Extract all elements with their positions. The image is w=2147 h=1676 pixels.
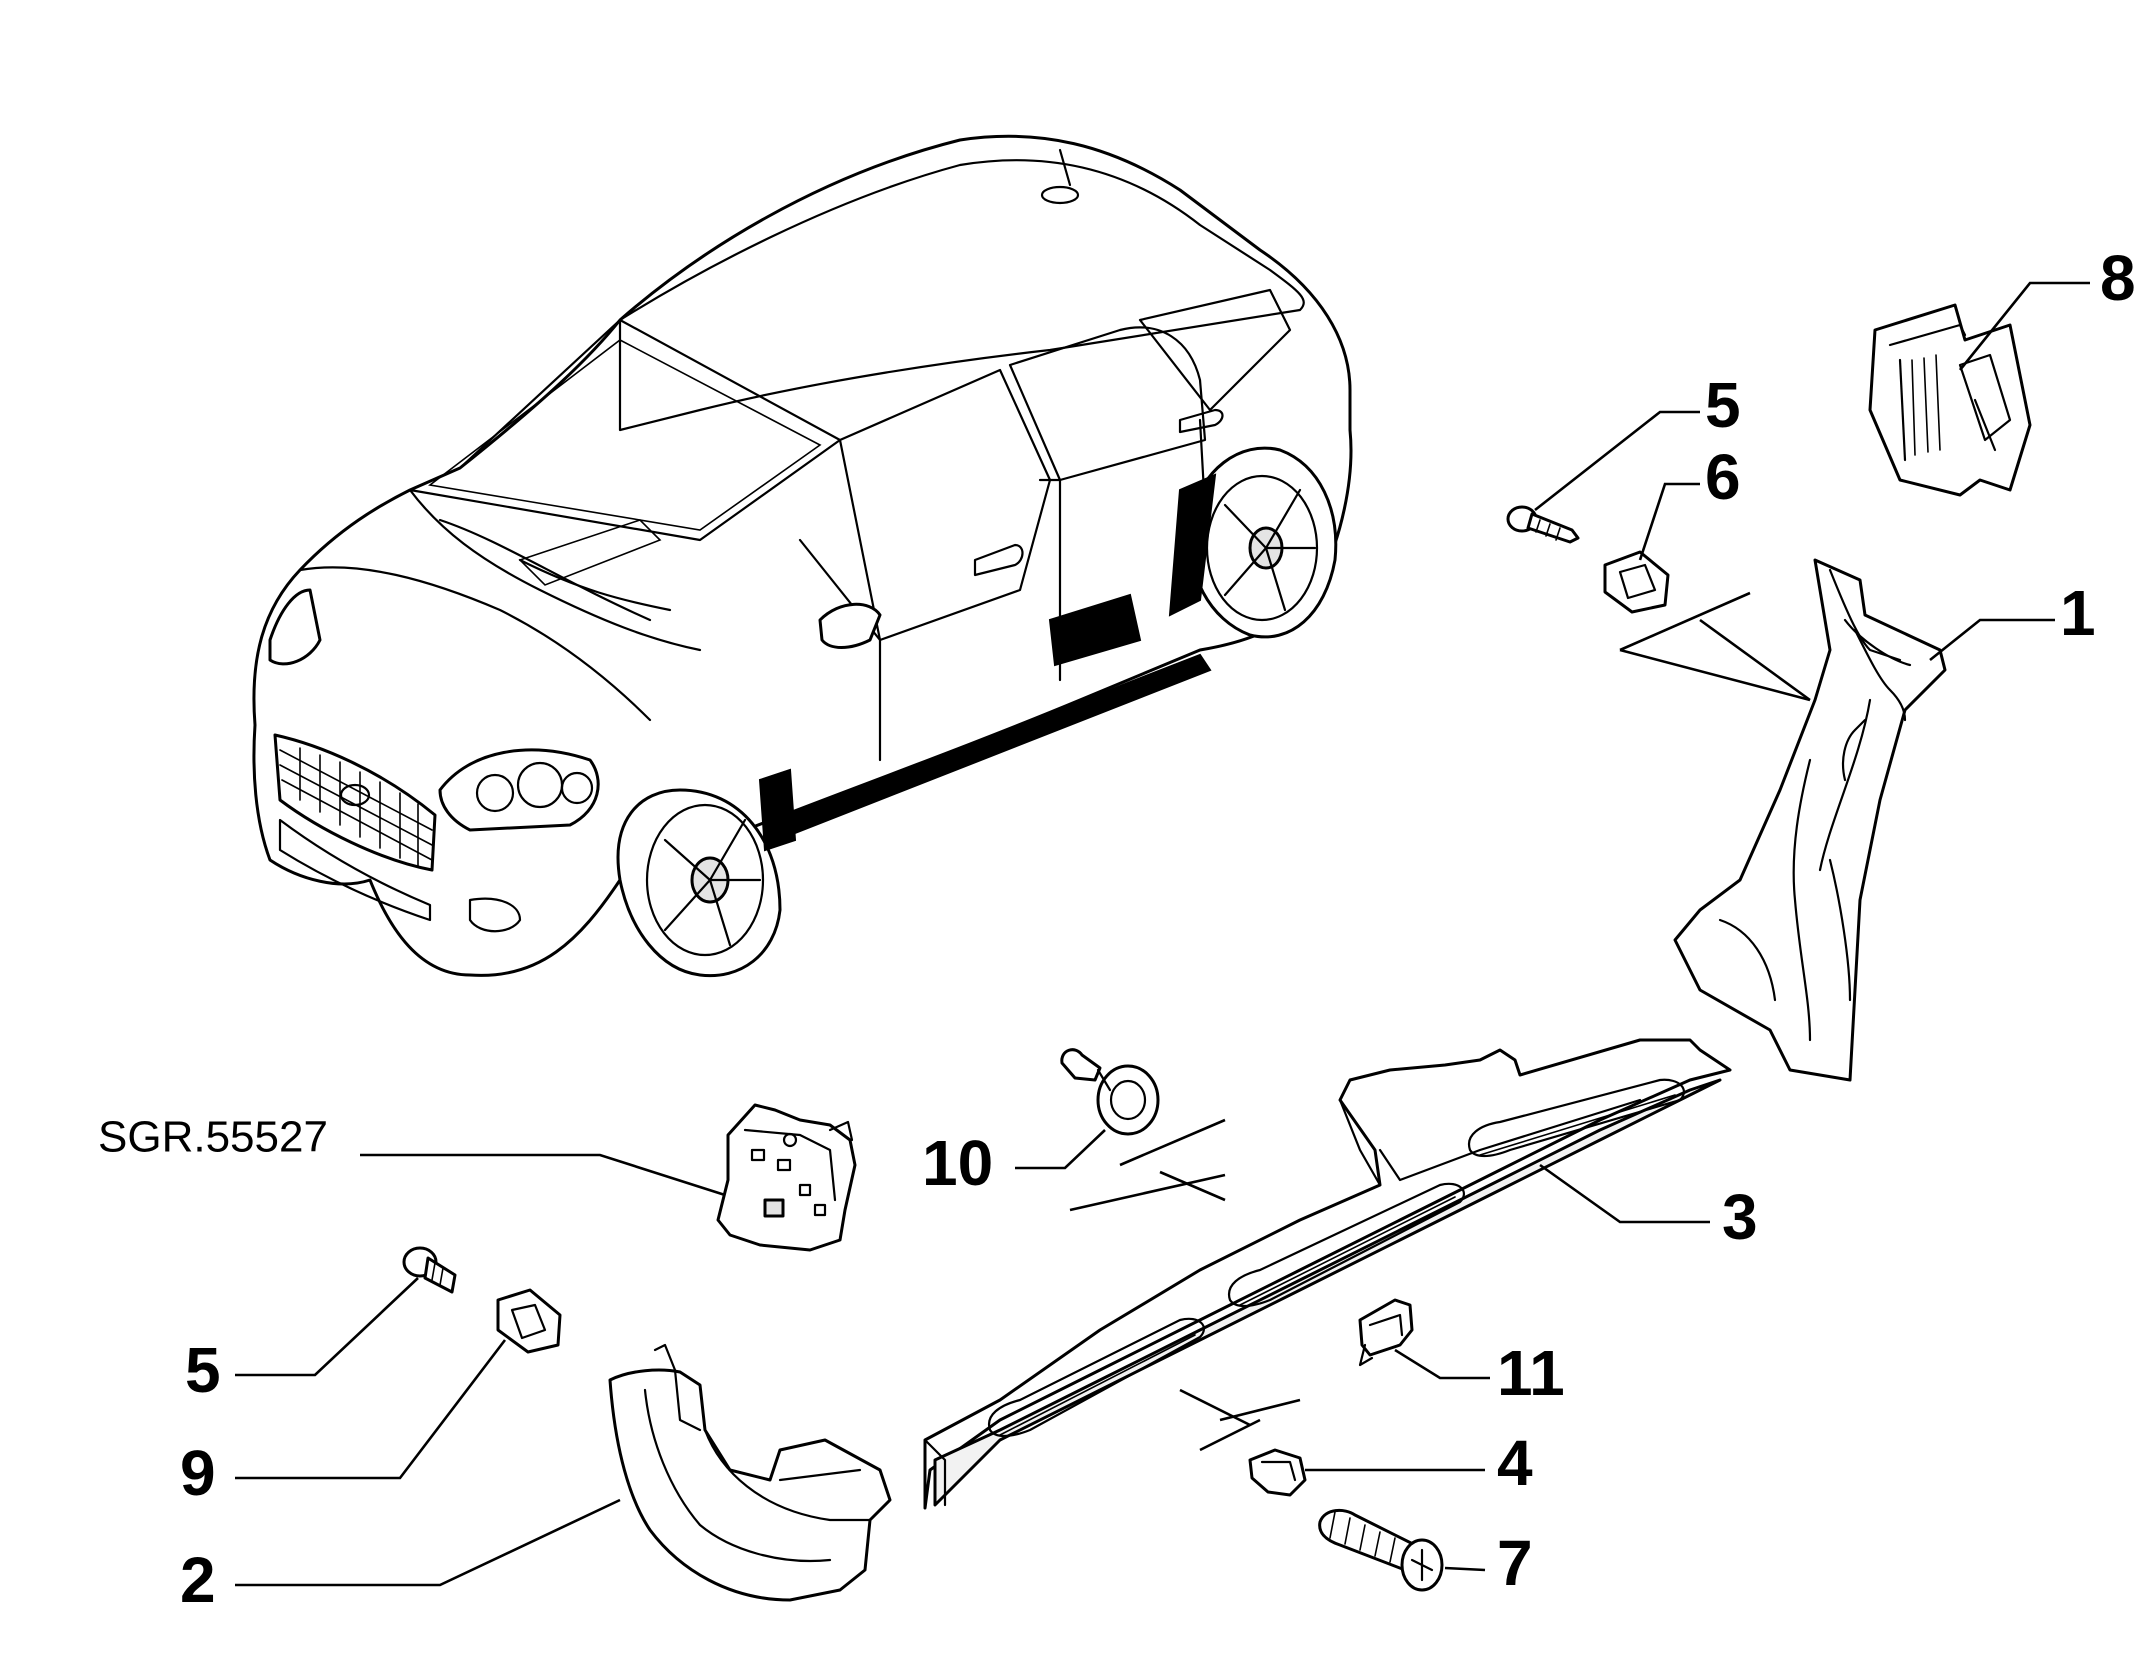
callout-4: 4 xyxy=(1497,1427,1533,1499)
callout-3: 3 xyxy=(1722,1181,1758,1253)
part-10-fastener xyxy=(1060,1048,1160,1136)
callout-5-lower: 5 xyxy=(185,1334,221,1406)
callout-11: 11 xyxy=(1497,1337,1565,1409)
reference-label: SGR.55527 xyxy=(98,1113,328,1162)
callout-1: 1 xyxy=(2060,577,2096,649)
callout-10: 10 xyxy=(922,1127,993,1199)
callouts: 8 5 6 1 10 3 11 4 7 5 9 2 SGR.55527 xyxy=(98,242,2136,1616)
car-illustration xyxy=(252,134,1353,978)
part-11-clip xyxy=(1358,1298,1414,1367)
callout-6: 6 xyxy=(1705,441,1741,513)
part-3-sill-trim xyxy=(923,1038,1732,1510)
part-5-bolt-lower xyxy=(402,1246,457,1294)
callout-7: 7 xyxy=(1497,1527,1533,1599)
leader-lines xyxy=(235,281,2090,1587)
callout-9: 9 xyxy=(180,1437,216,1509)
part-8-bracket xyxy=(1868,303,2032,497)
part-2-corner-trim xyxy=(608,1343,892,1602)
part-7-screw xyxy=(1318,1508,1444,1592)
sgr-bracket xyxy=(716,1103,857,1252)
callout-5-upper: 5 xyxy=(1705,369,1741,441)
part-5-screw-upper xyxy=(1506,505,1580,544)
callout-2: 2 xyxy=(180,1544,216,1616)
part-4-clip xyxy=(1248,1448,1307,1497)
callout-8: 8 xyxy=(2100,242,2136,314)
part-9-clip xyxy=(496,1288,562,1354)
part-1-pillar-trim xyxy=(1673,558,1947,1082)
part-6-clip xyxy=(1603,550,1670,614)
